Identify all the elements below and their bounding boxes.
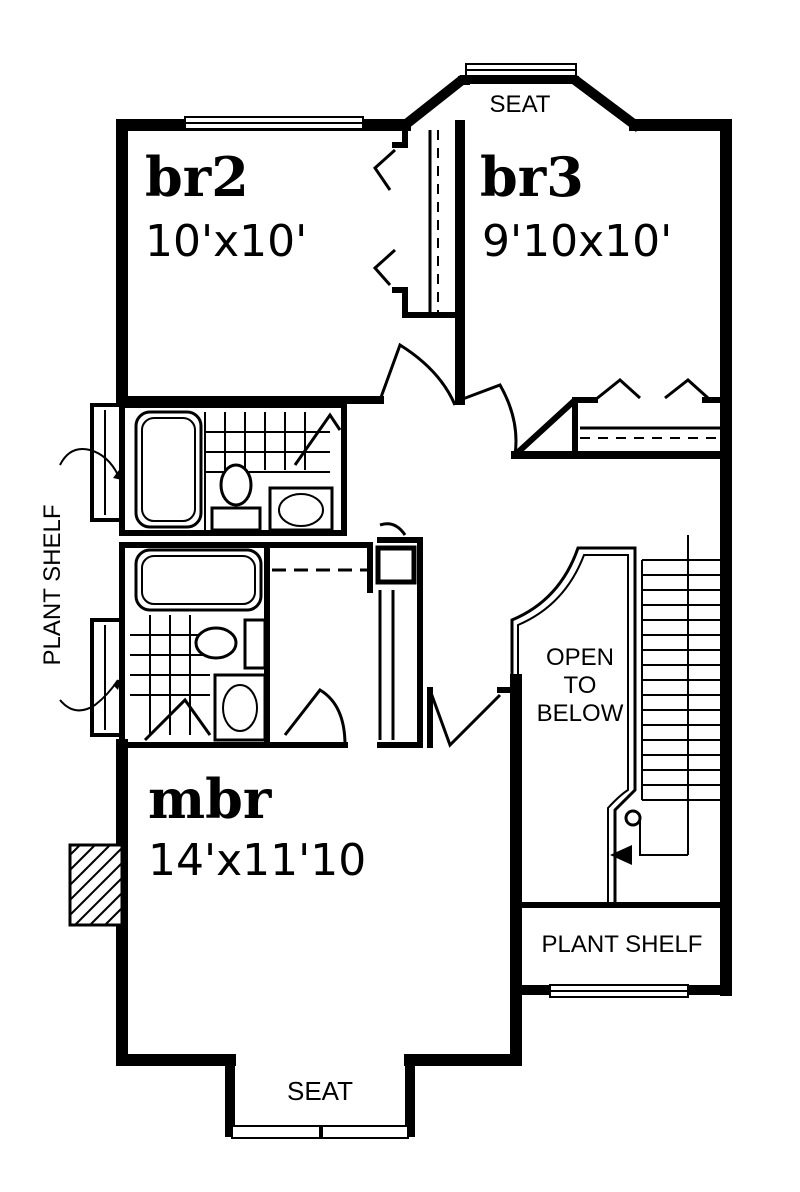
open-to-below-label: OPEN TO BELOW [537,644,624,727]
open-to-below-line-2: TO [564,672,597,699]
open-to-below-line-3: BELOW [537,700,624,727]
plant-shelf-arrows [59,448,122,712]
room-br3: br3 9'10x10' [480,145,672,267]
br2-name: br2 [145,145,249,209]
seat-bottom-label: SEAT [287,1076,353,1106]
seat-top-label: SEAT [490,91,551,118]
exterior-walls [68,63,732,1139]
plant-shelf-right-label: PLANT SHELF [542,931,703,958]
mbr-dimensions: 14'x11'10 [148,835,366,886]
plant-shelf-left-label: PLANT SHELF [39,505,66,666]
br3-dimensions: 9'10x10' [482,216,672,267]
br2-dimensions: 10'x10' [145,216,307,267]
room-br2: br2 10'x10' [145,145,307,267]
br3-name: br3 [480,145,584,209]
room-mbr: mbr 14'x11'10 [148,767,366,886]
interior-walls [90,120,730,908]
open-to-below-line-1: OPEN [546,644,614,671]
mbr-name: mbr [148,767,272,831]
